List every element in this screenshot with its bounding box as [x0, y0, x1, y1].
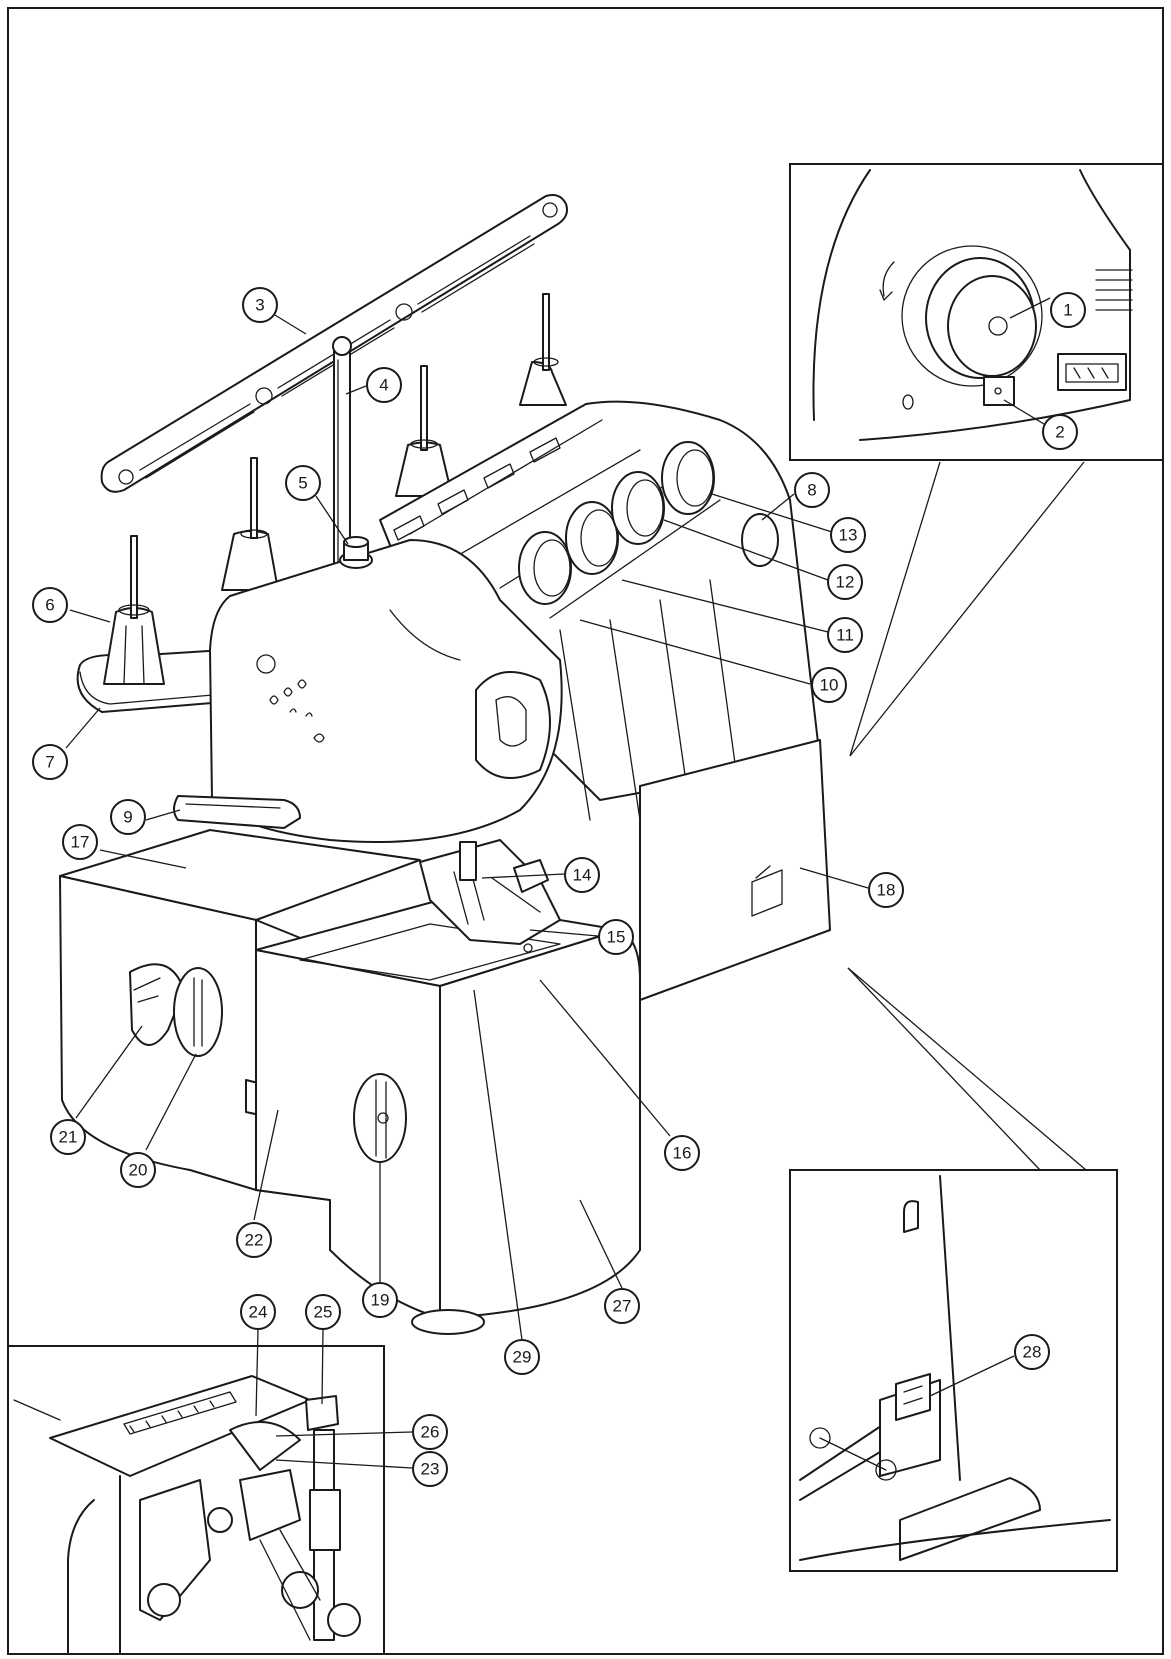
- tension-dial-13: [661, 441, 715, 515]
- svg-text:26: 26: [421, 1423, 440, 1442]
- callout-11: 11: [827, 617, 863, 653]
- inset-safety-switch: [789, 967, 1118, 1572]
- right-side-body: [639, 739, 831, 1001]
- svg-text:17: 17: [71, 833, 90, 852]
- tension-dial-10: [518, 531, 572, 605]
- page-border: [7, 7, 1164, 1655]
- callout-20: 20: [120, 1152, 156, 1188]
- svg-text:9: 9: [123, 808, 132, 827]
- svg-text:5: 5: [298, 474, 307, 493]
- svg-text:16: 16: [673, 1144, 692, 1163]
- callout-12: 12: [827, 564, 863, 600]
- svg-text:18: 18: [877, 881, 896, 900]
- svg-text:8: 8: [807, 481, 816, 500]
- svg-text:22: 22: [245, 1231, 264, 1250]
- callout-13: 13: [830, 517, 866, 553]
- callout-28: 28: [1014, 1334, 1050, 1370]
- callout-8: 8: [794, 472, 830, 508]
- inset-loopers: [7, 1345, 385, 1655]
- svg-text:27: 27: [613, 1297, 632, 1316]
- svg-text:12: 12: [836, 573, 855, 592]
- svg-text:3: 3: [255, 296, 264, 315]
- callout-18: 18: [868, 872, 904, 908]
- callout-27: 27: [604, 1288, 640, 1324]
- svg-text:24: 24: [249, 1303, 268, 1322]
- callout-23: 23: [412, 1451, 448, 1487]
- presser-foot-lifter: [173, 795, 301, 829]
- callout-24: 24: [240, 1294, 276, 1330]
- callout-1: 1: [1050, 292, 1086, 328]
- svg-text:13: 13: [839, 526, 858, 545]
- upper-body: [379, 400, 821, 821]
- svg-text:15: 15: [607, 928, 626, 947]
- svg-text:11: 11: [836, 626, 854, 645]
- svg-text:28: 28: [1023, 1343, 1042, 1362]
- callout-4: 4: [366, 367, 402, 403]
- svg-text:2: 2: [1055, 423, 1064, 442]
- pressure-regulating-screw: [339, 536, 373, 569]
- callout-15: 15: [598, 919, 634, 955]
- callout-14: 14: [564, 857, 600, 893]
- callouts: 1 2 3 4 5 6 7 8 9 10 11 12 13 14 15 16 1…: [32, 287, 1086, 1487]
- svg-text:14: 14: [573, 866, 592, 885]
- spool-pins-back: [221, 293, 567, 591]
- serger-machine: [59, 194, 831, 1335]
- callout-21: 21: [50, 1119, 86, 1155]
- callout-19: 19: [362, 1282, 398, 1318]
- tension-dial-12: [611, 471, 665, 545]
- spool-pin-front: [103, 535, 165, 685]
- svg-text:19: 19: [371, 1291, 390, 1310]
- callout-2: 2: [1042, 414, 1078, 450]
- svg-text:20: 20: [129, 1161, 148, 1180]
- svg-text:1: 1: [1063, 301, 1072, 320]
- tension-dial-11: [565, 501, 619, 575]
- callout-10: 10: [811, 667, 847, 703]
- svg-text:4: 4: [379, 376, 388, 395]
- front-cover: [255, 899, 641, 1335]
- callout-25: 25: [305, 1294, 341, 1330]
- callout-26: 26: [412, 1414, 448, 1450]
- callout-22: 22: [236, 1222, 272, 1258]
- svg-text:6: 6: [45, 596, 54, 615]
- svg-text:23: 23: [421, 1460, 440, 1479]
- callout-7: 7: [32, 744, 68, 780]
- callout-9: 9: [110, 799, 146, 835]
- leader-lines: [65, 297, 1055, 1469]
- needle-presser-foot-area: [419, 839, 561, 953]
- callout-29: 29: [504, 1339, 540, 1375]
- callout-16: 16: [664, 1135, 700, 1171]
- svg-text:21: 21: [59, 1128, 78, 1147]
- callout-17: 17: [62, 824, 98, 860]
- callout-5: 5: [285, 465, 321, 501]
- callout-3: 3: [242, 287, 278, 323]
- svg-text:10: 10: [820, 676, 839, 695]
- svg-text:25: 25: [314, 1303, 333, 1322]
- inset-handwheel: [789, 163, 1164, 757]
- svg-text:7: 7: [45, 753, 54, 772]
- callout-6: 6: [32, 587, 68, 623]
- svg-text:29: 29: [513, 1348, 532, 1367]
